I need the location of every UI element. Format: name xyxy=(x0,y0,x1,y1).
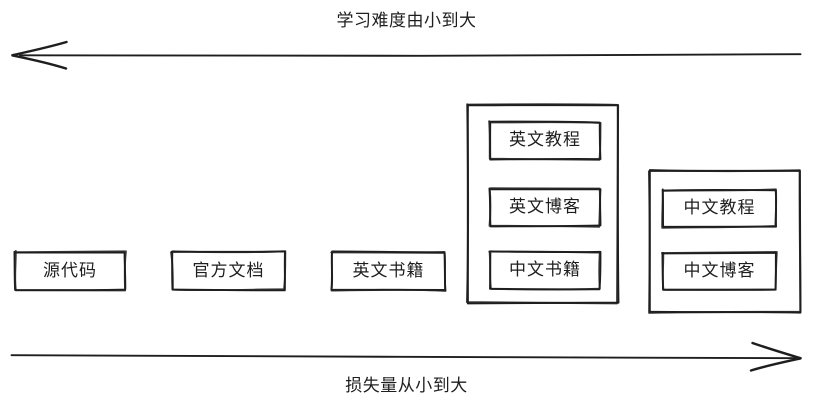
node-label-english-tutorials[interactable]: 英文教程 xyxy=(509,130,581,150)
loss-axis-arrow xyxy=(10,341,802,372)
node-box-chinese-tutorials xyxy=(661,188,778,229)
group-container-chinese-group xyxy=(647,168,802,314)
node-box-official-docs xyxy=(170,250,287,292)
node-label-chinese-blogs[interactable]: 中文博客 xyxy=(683,261,756,281)
difficulty-axis-arrow xyxy=(11,40,802,70)
difficulty-axis-label: 学习难度由小到大 xyxy=(336,11,477,31)
group-container-english-group xyxy=(465,103,620,305)
node-label-chinese-tutorials[interactable]: 中文教程 xyxy=(683,198,756,218)
node-box-source-code xyxy=(13,250,127,292)
node-label-source-code[interactable]: 源代码 xyxy=(43,260,97,281)
node-label-english-blogs[interactable]: 英文博客 xyxy=(509,197,581,217)
node-box-chinese-books xyxy=(488,250,602,291)
loss-axis-label: 损失量从小到大 xyxy=(345,376,468,396)
node-box-chinese-blogs xyxy=(661,251,778,291)
node-label-official-docs[interactable]: 官方文档 xyxy=(192,260,265,281)
node-box-english-books xyxy=(330,250,447,292)
node-box-english-tutorials xyxy=(488,120,602,161)
node-label-chinese-books[interactable]: 中文书籍 xyxy=(509,260,581,280)
node-label-english-books[interactable]: 英文书籍 xyxy=(352,260,425,281)
node-box-english-blogs xyxy=(488,187,602,228)
